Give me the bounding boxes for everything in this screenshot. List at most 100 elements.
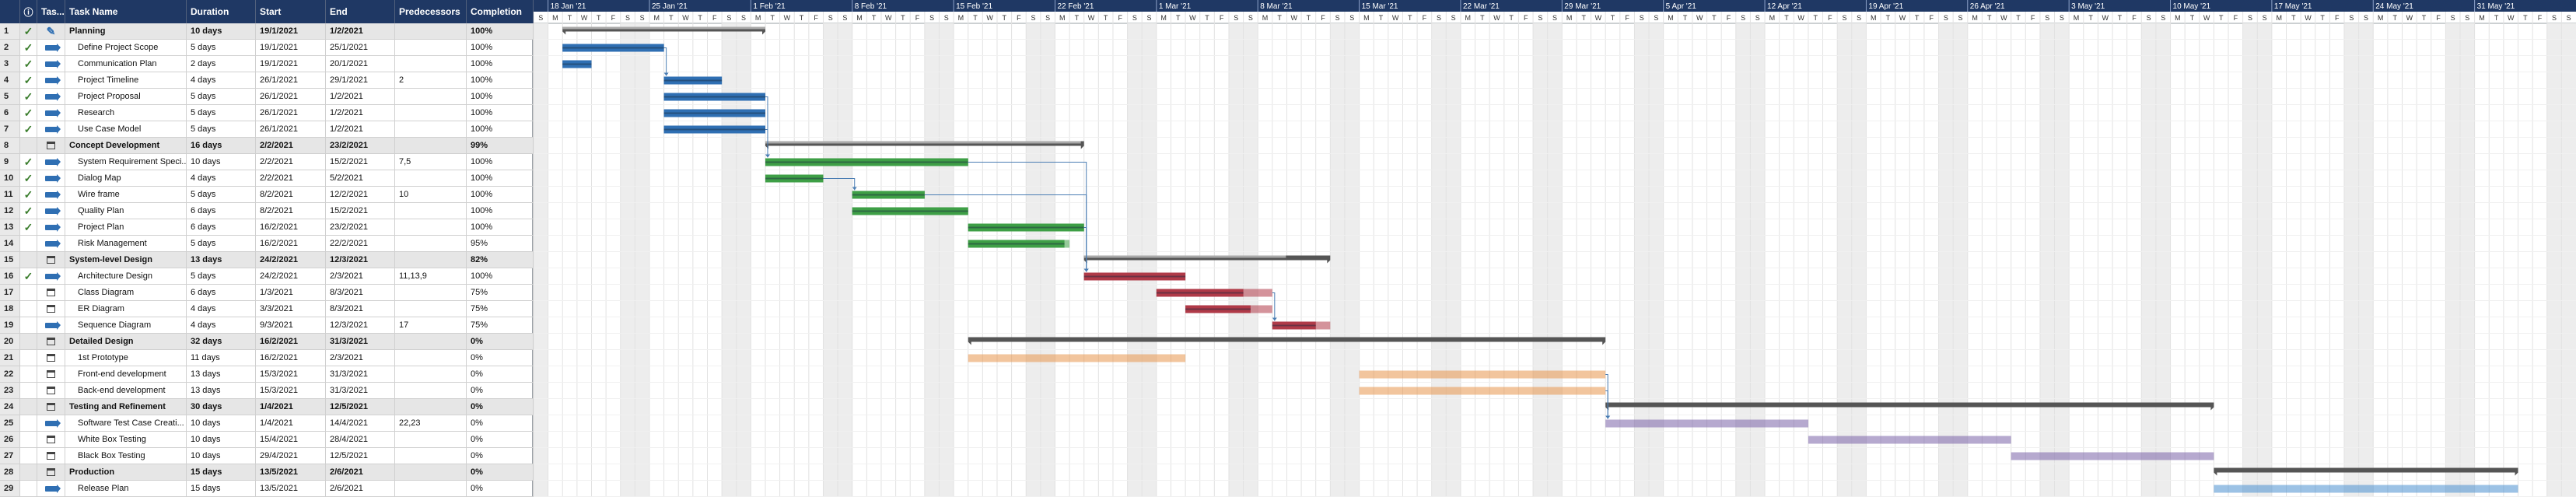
predecessors-cell[interactable]	[395, 448, 467, 464]
duration-cell[interactable]: 5 days	[187, 121, 256, 137]
task-mode-cell[interactable]	[37, 203, 65, 219]
duration-cell[interactable]: 6 days	[187, 203, 256, 219]
predecessors-cell[interactable]	[395, 481, 467, 496]
info-cell[interactable]: ✓	[20, 23, 37, 39]
end-cell[interactable]: 2/3/2021	[326, 268, 395, 284]
task-name[interactable]: Detailed Design	[65, 334, 187, 349]
row-number[interactable]: 9	[0, 154, 20, 170]
predecessors-cell[interactable]	[395, 121, 467, 137]
info-cell[interactable]	[20, 399, 37, 415]
row-number[interactable]: 7	[0, 121, 20, 137]
predecessors-cell[interactable]	[395, 56, 467, 72]
task-mode-cell[interactable]	[37, 334, 65, 349]
row-number[interactable]: 1	[0, 23, 20, 39]
info-cell[interactable]	[20, 252, 37, 268]
task-mode-cell[interactable]	[37, 105, 65, 121]
duration-cell[interactable]: 10 days	[187, 154, 256, 170]
start-cell[interactable]: 1/3/2021	[256, 285, 326, 300]
end-cell[interactable]: 12/3/2021	[326, 317, 395, 333]
task-name[interactable]: Sequence Diagram	[65, 317, 187, 333]
duration-cell[interactable]: 10 days	[187, 415, 256, 431]
start-cell[interactable]: 16/2/2021	[256, 219, 326, 235]
end-cell[interactable]: 25/1/2021	[326, 40, 395, 55]
predecessors-cell[interactable]	[395, 105, 467, 121]
info-cell[interactable]: ✓	[20, 154, 37, 170]
start-cell[interactable]: 29/4/2021	[256, 448, 326, 464]
predecessors-cell[interactable]	[395, 432, 467, 447]
row-number[interactable]: 6	[0, 105, 20, 121]
predecessors-cell[interactable]: 11,13,9	[395, 268, 467, 284]
task-name[interactable]: Testing and Refinement	[65, 399, 187, 415]
end-cell[interactable]: 12/5/2021	[326, 448, 395, 464]
info-cell[interactable]: ✓	[20, 203, 37, 219]
task-name[interactable]: Production	[65, 464, 187, 480]
task-mode-cell[interactable]	[37, 138, 65, 153]
start-cell[interactable]: 2/2/2021	[256, 138, 326, 153]
predecessors-header[interactable]: Predecessors	[395, 0, 467, 23]
end-cell[interactable]: 29/1/2021	[326, 72, 395, 88]
start-cell[interactable]: 26/1/2021	[256, 105, 326, 121]
info-cell[interactable]	[20, 236, 37, 251]
row-number[interactable]: 20	[0, 334, 20, 349]
completion-cell[interactable]: 82%	[467, 252, 534, 268]
row-number[interactable]: 2	[0, 40, 20, 55]
predecessors-cell[interactable]	[395, 138, 467, 153]
predecessors-cell[interactable]	[395, 334, 467, 349]
predecessors-cell[interactable]	[395, 170, 467, 186]
completion-cell[interactable]: 75%	[467, 301, 534, 317]
row-number[interactable]: 15	[0, 252, 20, 268]
row-number[interactable]: 26	[0, 432, 20, 447]
duration-cell[interactable]: 6 days	[187, 285, 256, 300]
row-number[interactable]: 10	[0, 170, 20, 186]
duration-cell[interactable]: 13 days	[187, 252, 256, 268]
task-mode-cell[interactable]	[37, 154, 65, 170]
info-cell[interactable]	[20, 138, 37, 153]
duration-cell[interactable]: 15 days	[187, 464, 256, 480]
end-cell[interactable]: 8/3/2021	[326, 301, 395, 317]
completion-cell[interactable]: 100%	[467, 187, 534, 202]
task-mode-cell[interactable]	[37, 40, 65, 55]
row-number[interactable]: 3	[0, 56, 20, 72]
start-cell[interactable]: 2/2/2021	[256, 170, 326, 186]
start-cell[interactable]: 16/2/2021	[256, 236, 326, 251]
info-column-header[interactable]: ⓘ	[20, 0, 37, 23]
completion-cell[interactable]: 75%	[467, 285, 534, 300]
task-name[interactable]: Research	[65, 105, 187, 121]
task-name[interactable]: System Requirement Speci...	[65, 154, 187, 170]
end-cell[interactable]: 5/2/2021	[326, 170, 395, 186]
task-name[interactable]: Front-end development	[65, 366, 187, 382]
task-name[interactable]: Release Plan	[65, 481, 187, 496]
info-cell[interactable]	[20, 464, 37, 480]
duration-cell[interactable]: 13 days	[187, 383, 256, 398]
duration-cell[interactable]: 13 days	[187, 366, 256, 382]
duration-cell[interactable]: 10 days	[187, 432, 256, 447]
task-mode-cell[interactable]	[37, 317, 65, 333]
task-name[interactable]: Project Timeline	[65, 72, 187, 88]
start-cell[interactable]: 26/1/2021	[256, 121, 326, 137]
completion-cell[interactable]: 100%	[467, 268, 534, 284]
task-mode-cell[interactable]	[37, 448, 65, 464]
task-mode-cell[interactable]	[37, 432, 65, 447]
predecessors-cell[interactable]	[395, 219, 467, 235]
info-cell[interactable]: ✓	[20, 56, 37, 72]
end-cell[interactable]: 12/5/2021	[326, 399, 395, 415]
start-cell[interactable]: 15/3/2021	[256, 366, 326, 382]
task-name[interactable]: System-level Design	[65, 252, 187, 268]
task-name[interactable]: Wire frame	[65, 187, 187, 202]
duration-cell[interactable]: 5 days	[187, 236, 256, 251]
info-cell[interactable]	[20, 448, 37, 464]
duration-cell[interactable]: 10 days	[187, 448, 256, 464]
completion-cell[interactable]: 0%	[467, 334, 534, 349]
start-cell[interactable]: 26/1/2021	[256, 89, 326, 104]
task-name[interactable]: Project Proposal	[65, 89, 187, 104]
